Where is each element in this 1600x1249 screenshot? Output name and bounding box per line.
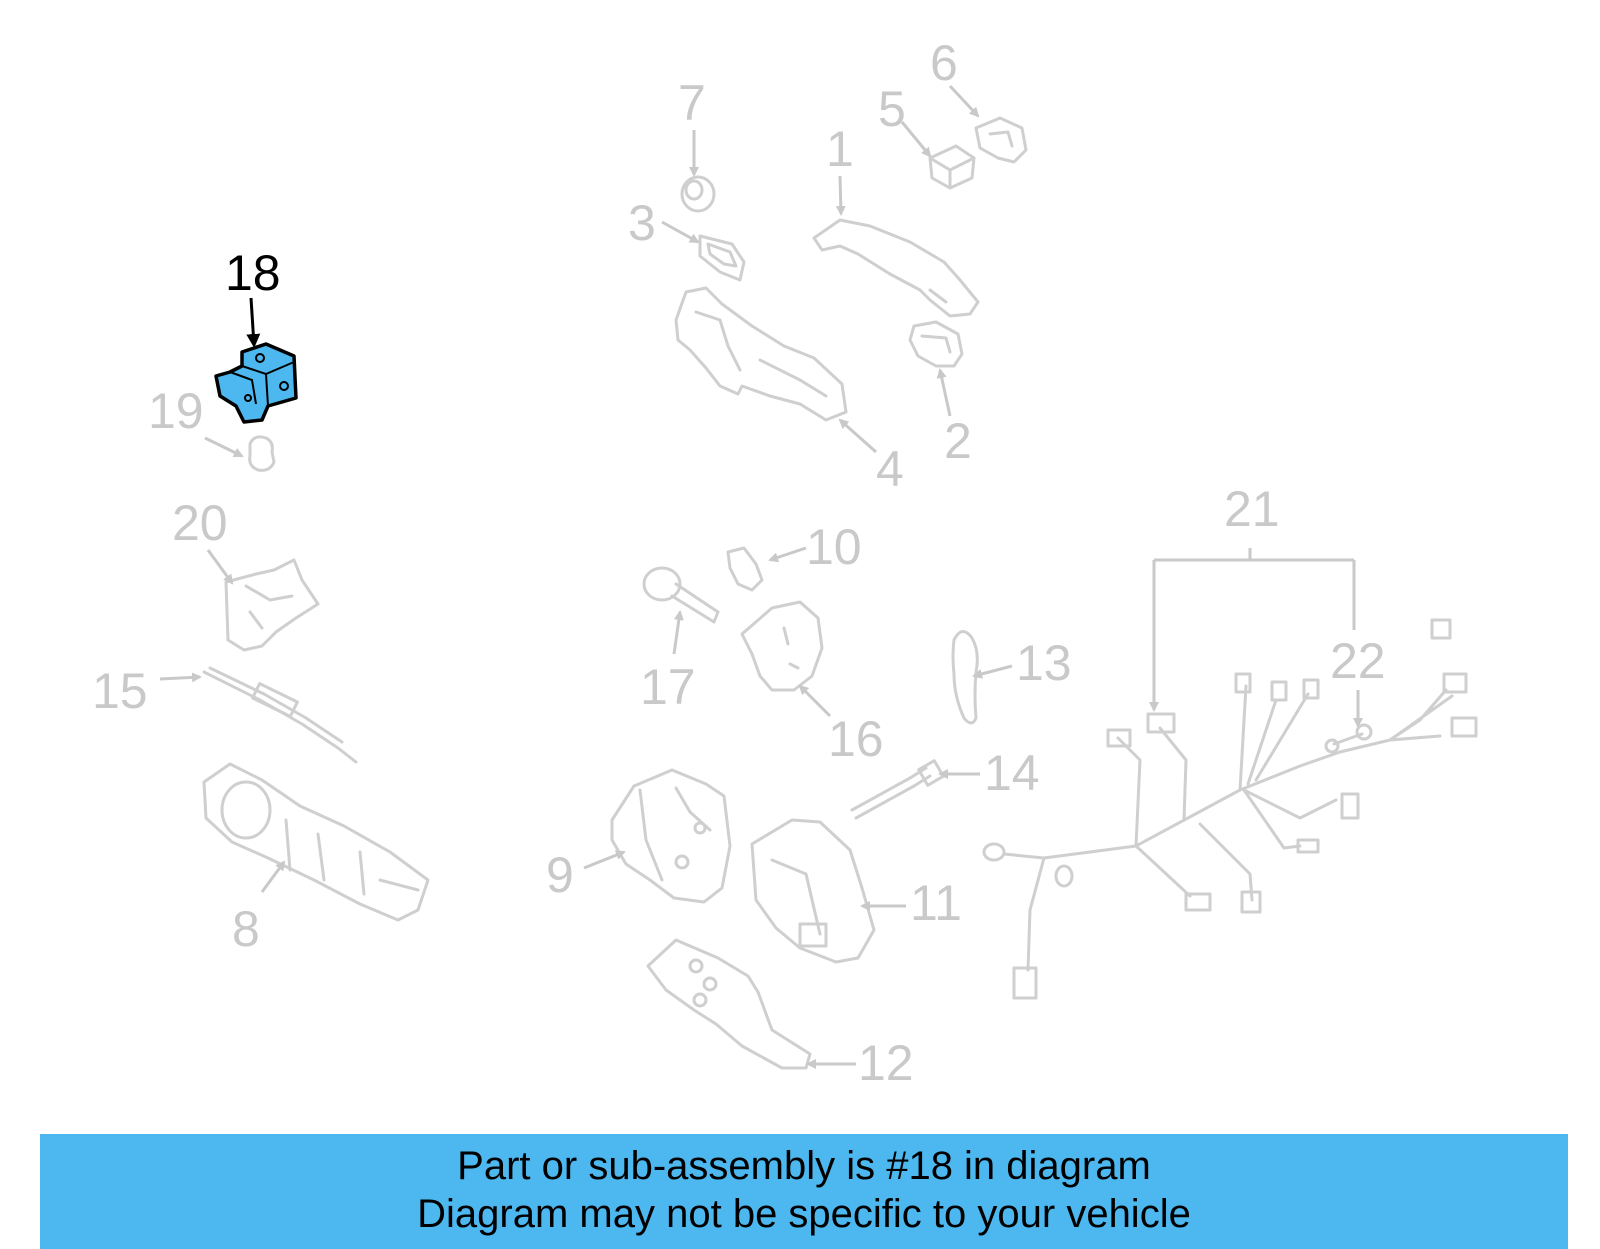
part-16-cover: 16 [740,600,884,767]
part-17-bolt: 17 [640,566,720,715]
callout-19: 19 [148,383,204,439]
callout-20: 20 [172,495,228,551]
callout-7: 7 [678,75,706,131]
callout-2: 2 [944,413,972,469]
part-9-latch: 9 [546,768,732,904]
part-21-wiring-harness: 21 [982,481,1478,1000]
part-4-handle-carrier: 4 [674,286,904,497]
info-banner: Part or sub-assembly is #18 in diagram D… [40,1134,1568,1249]
part-11-cover: 11 [750,818,962,964]
callout-11: 11 [910,875,962,931]
part-13-seal: 13 [951,630,1072,725]
callout-22: 22 [1330,633,1386,689]
callout-10: 10 [806,519,862,575]
part-8-inner-handle: 8 [202,762,430,957]
callout-3: 3 [628,195,656,251]
part-3-gasket: 3 [628,195,746,282]
part-15-rod: 15 [92,663,358,764]
callout-6: 6 [930,35,958,91]
callout-13: 13 [1016,635,1072,691]
callout-14: 14 [984,745,1040,801]
callout-15: 15 [92,663,148,719]
callout-16: 16 [828,711,884,767]
callout-18[interactable]: 18 [225,245,281,301]
part-20-bracket: 20 [172,495,320,652]
part-6-cap: 6 [930,35,1028,164]
part-18-lock-striker[interactable]: 18 [214,245,298,424]
banner-line-1: Part or sub-assembly is #18 in diagram [457,1144,1151,1188]
callout-1: 1 [826,121,854,177]
callout-4: 4 [876,441,904,497]
part-10-screw: 10 [726,519,862,592]
banner-line-2: Diagram may not be specific to your vehi… [417,1192,1191,1236]
part-2-handle-cover: 2 [908,320,972,469]
part-14-switch: 14 [850,745,1040,820]
part-22-clip: 22 [1324,633,1386,754]
part-5-cap: 5 [878,81,976,190]
part-12-bracket: 12 [646,938,914,1091]
callout-8: 8 [232,901,260,957]
callout-12: 12 [858,1035,914,1091]
callout-9: 9 [546,847,574,903]
callout-17: 17 [640,659,696,715]
callout-5: 5 [878,81,906,137]
callout-21: 21 [1224,481,1280,537]
part-1-outside-handle: 1 [812,121,980,318]
part-19-bumper: 19 [148,383,276,472]
part-7-cap: 7 [678,75,716,213]
